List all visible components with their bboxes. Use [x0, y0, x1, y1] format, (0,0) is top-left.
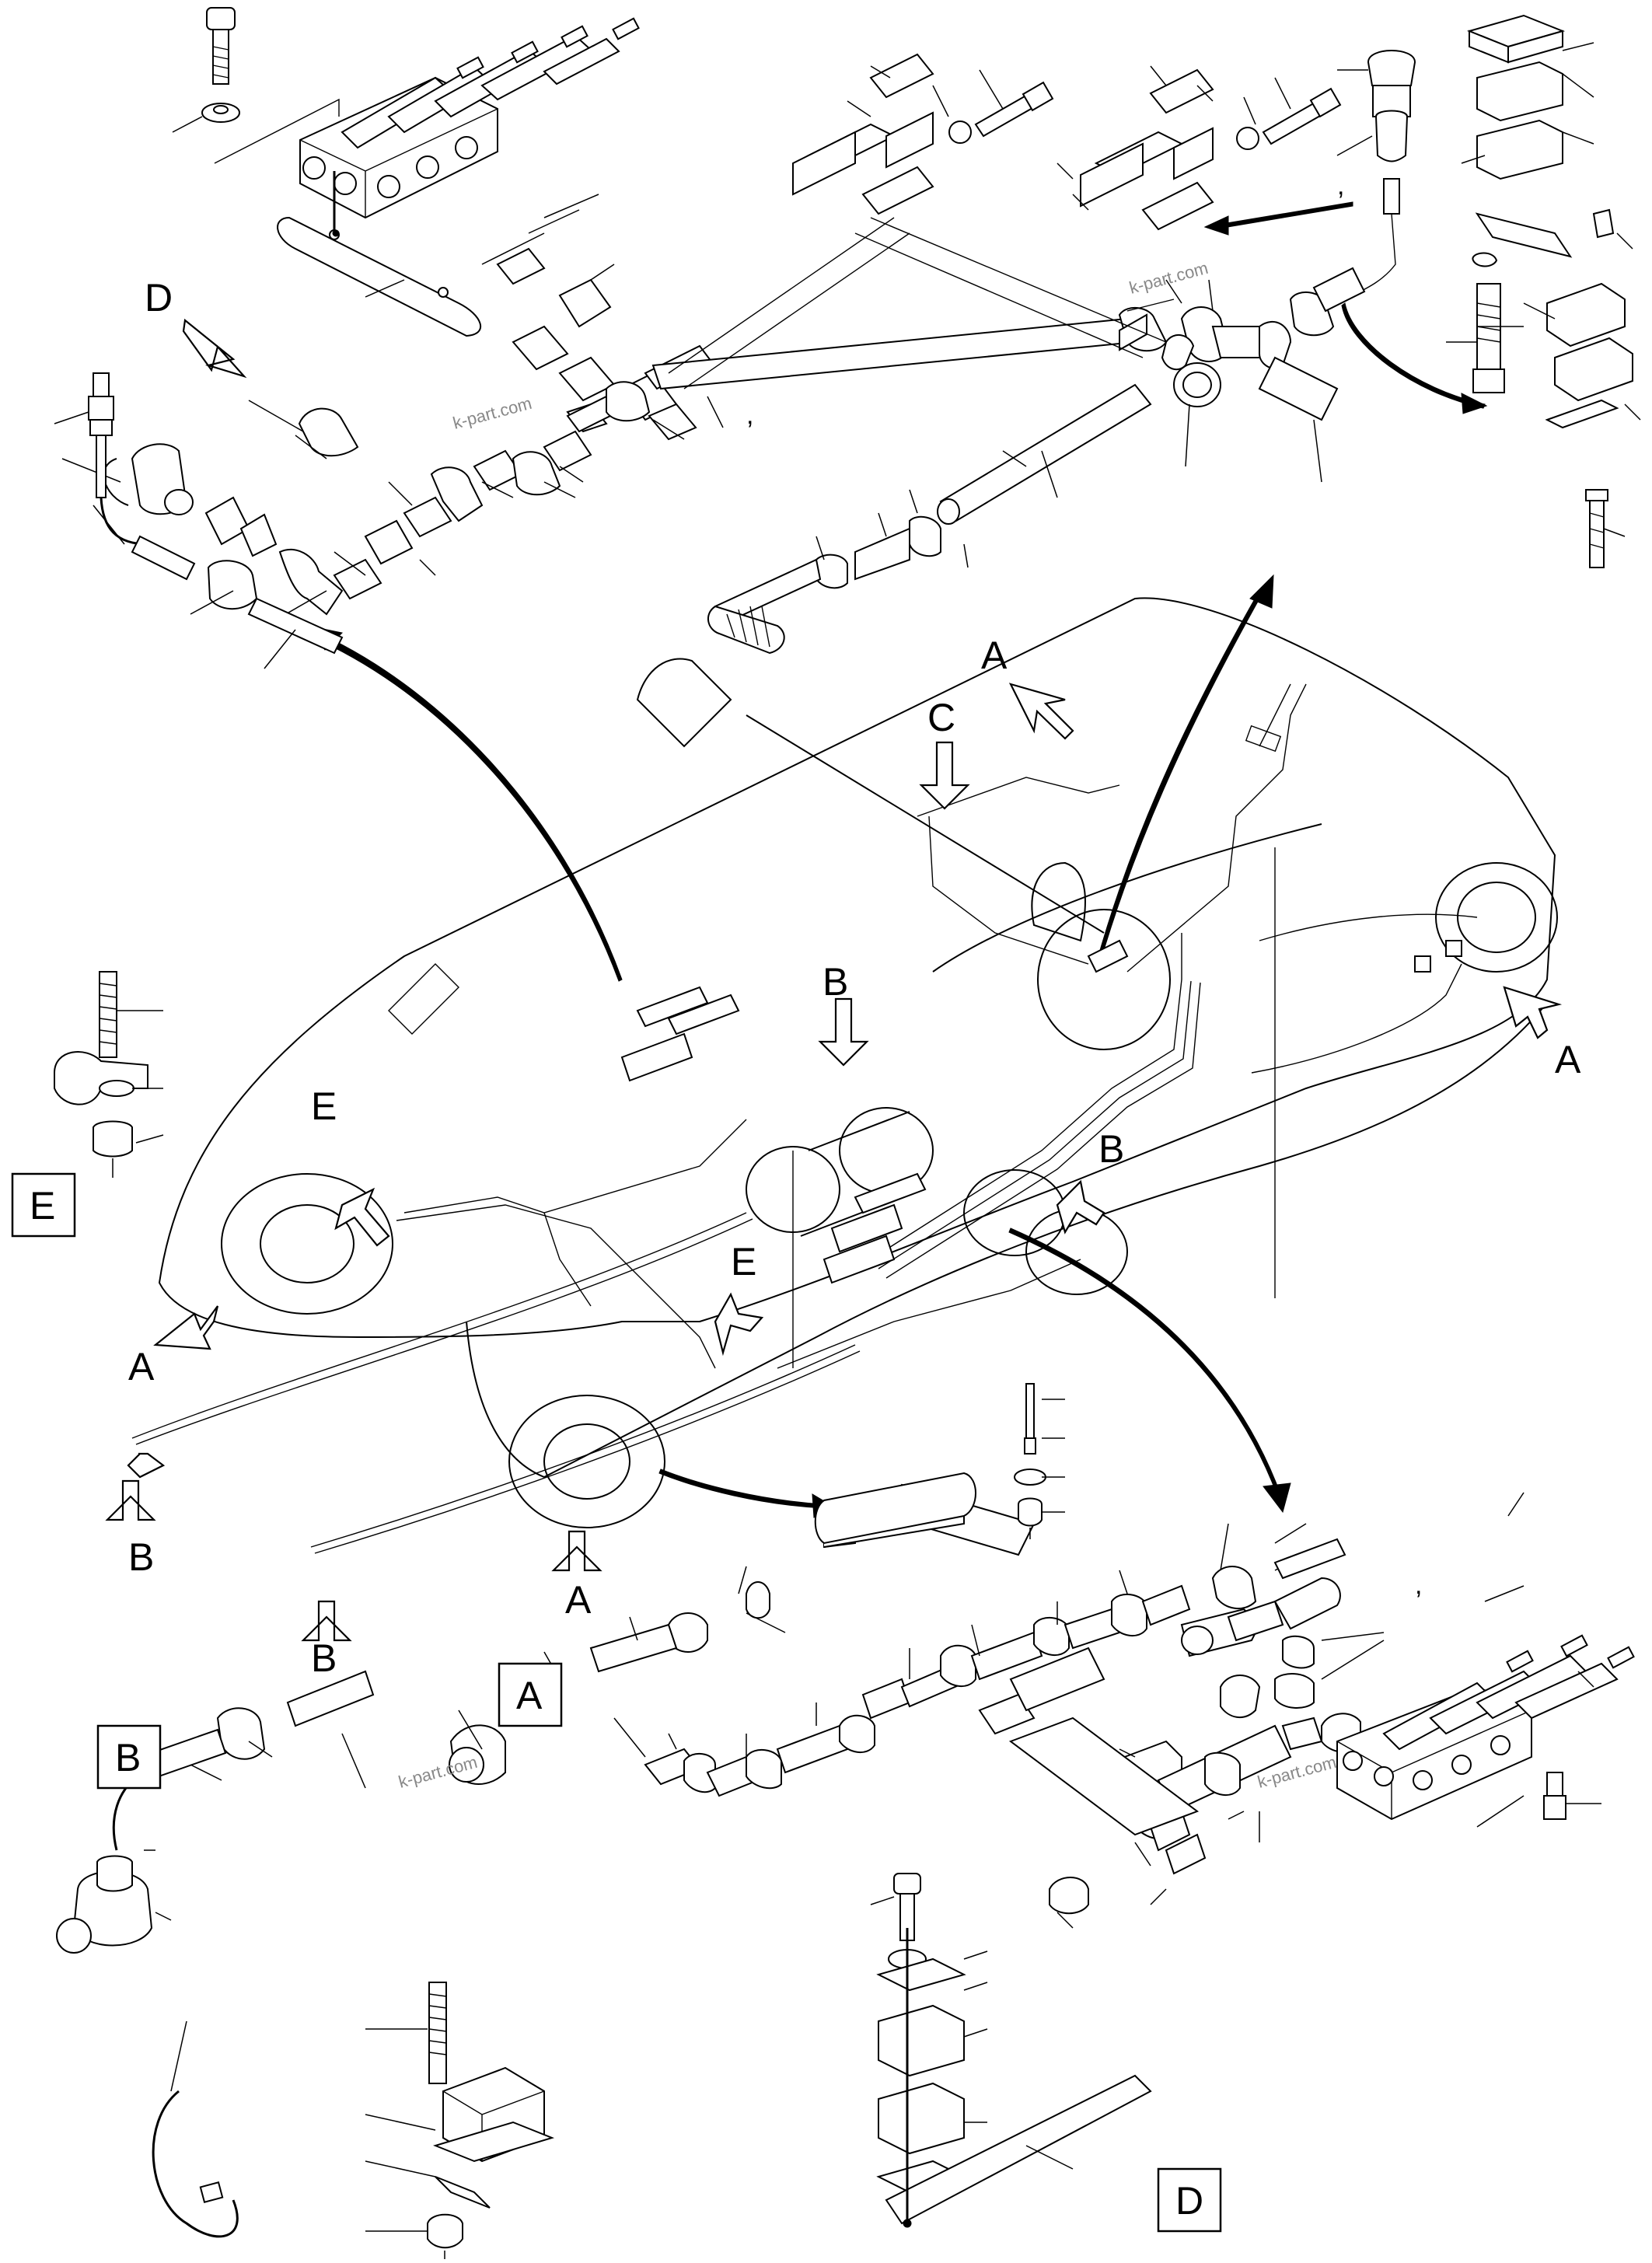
- watermark: k-part.com: [451, 393, 534, 433]
- box-label-a: A: [516, 1674, 543, 1717]
- view-label-boxes: E A B D: [11, 1172, 1222, 2233]
- detail-d-bolt-stack: [870, 1873, 1152, 2228]
- detail-bracket-bottom-left: [365, 1982, 555, 2259]
- letter-e-left: E: [311, 1084, 337, 1128]
- arrow-e-left: [334, 1187, 390, 1247]
- comma-mark: ,: [746, 400, 753, 430]
- watermark: k-part.com: [396, 1752, 480, 1792]
- boom-manifolds: [620, 939, 1462, 1284]
- arrow-a-bottom-up: [551, 1530, 602, 1572]
- letter-a-left: A: [128, 1345, 155, 1388]
- detail-bottom-right-manifold: [1180, 1492, 1635, 1828]
- letter-c: C: [927, 696, 955, 739]
- boom-outline: [158, 597, 1558, 1528]
- detail-a-bottom: [449, 1566, 1292, 1929]
- arrow-a-upper: [1008, 683, 1074, 740]
- detail-left-fitting: [54, 372, 344, 669]
- letter-e-center: E: [731, 1240, 756, 1283]
- detail-b-bottom-left: [56, 1670, 375, 2238]
- arrow-d-top: [182, 318, 247, 379]
- letter-a-upper-right: A: [981, 634, 1008, 677]
- letter-b-lower: B: [311, 1636, 337, 1680]
- letter-a-bottom: A: [565, 1578, 592, 1622]
- detail-manifold-top-left: [172, 7, 724, 441]
- box-label-b: B: [115, 1736, 141, 1779]
- bottom-pipe: [814, 1472, 976, 1545]
- box-label-e: E: [30, 1184, 55, 1228]
- letter-a-right: A: [1555, 1038, 1581, 1081]
- arrow-a-left: [153, 1305, 219, 1350]
- arrow-e-center: [714, 1292, 764, 1357]
- watermark: k-part.com: [1127, 258, 1210, 298]
- arrow-b-left: [127, 1452, 166, 1479]
- view-arrows: [105, 318, 1563, 1642]
- arrow-b-center: [818, 997, 869, 1067]
- comma-mark: ,: [1415, 1570, 1422, 1600]
- box-label-d: D: [1175, 2179, 1203, 2223]
- arrow-b-right: [1056, 1179, 1105, 1235]
- letter-b-center: B: [823, 960, 848, 1004]
- letter-d-top: D: [145, 276, 173, 320]
- detail-e-clamp: [54, 971, 164, 1178]
- comma-mark: ,: [1337, 171, 1344, 201]
- arrow-c: [919, 741, 970, 810]
- detail-clamp-stack-right: [1446, 14, 1641, 568]
- detail-clamps-top: [668, 50, 1416, 655]
- arrow-a-right: [1503, 986, 1563, 1039]
- letter-b-left-bottom: B: [128, 1535, 154, 1579]
- arrow-b-lower-up: [301, 1600, 352, 1642]
- marks: , , ,: [746, 171, 1422, 1600]
- pipe-runs: [131, 683, 1478, 1554]
- detail-d-fittings: [61, 317, 1137, 623]
- letter-b-right: B: [1098, 1127, 1124, 1171]
- callout-letters: D A C B A E B E A B B A: [128, 276, 1581, 1680]
- arrow-b-left-up: [105, 1479, 156, 1521]
